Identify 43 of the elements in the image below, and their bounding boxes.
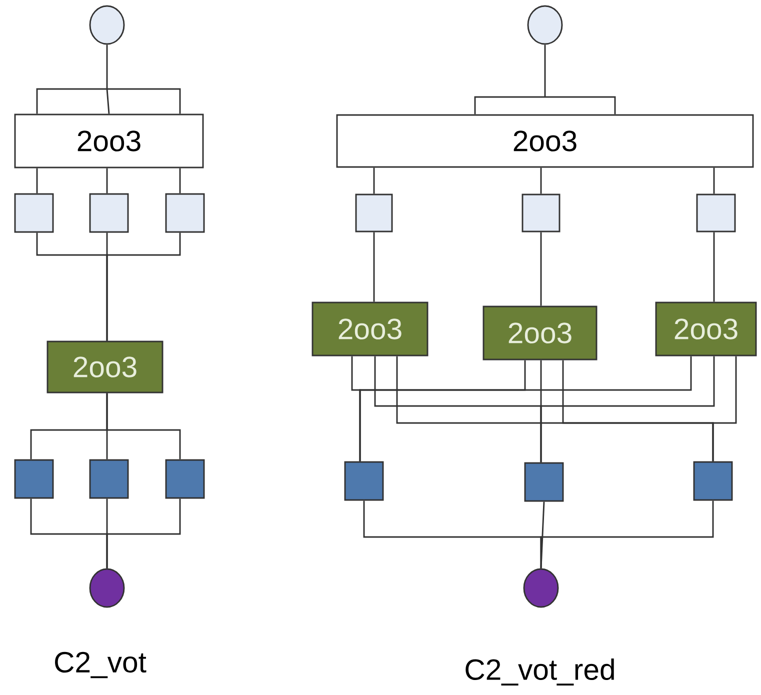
connector-line: [713, 168, 715, 194]
connector-line: [106, 498, 181, 568]
connector-line: [474, 44, 616, 115]
square-block: [89, 193, 129, 233]
circle-node: [523, 568, 559, 608]
connector-line: [106, 232, 181, 341]
square-block: [524, 462, 564, 502]
square-block: [522, 194, 560, 232]
connector-line: [36, 168, 38, 194]
circle-node: [89, 568, 125, 608]
connector-line: [179, 168, 181, 194]
circle-node: [527, 5, 563, 45]
square-block: [89, 459, 129, 499]
connector-line: [540, 500, 714, 568]
circle-node: [89, 5, 125, 45]
connector-line: [373, 232, 375, 302]
square-block: [696, 194, 736, 232]
voter-box: 2oo3: [655, 302, 757, 356]
voter-box: 2oo3: [14, 114, 204, 168]
connector-line: [712, 356, 737, 462]
connector-line: [106, 393, 181, 460]
voter-box: 2oo3: [46, 340, 164, 394]
square-block: [14, 459, 54, 499]
connector-line: [359, 356, 692, 462]
voter-box: 2oo3: [482, 306, 598, 360]
caption: C2_vot: [55, 652, 146, 678]
square-block: [14, 193, 54, 233]
square-block: [355, 194, 393, 232]
connector-line: [106, 168, 108, 194]
square-block: [344, 461, 384, 501]
connector-line: [713, 232, 715, 302]
connector-line: [373, 168, 375, 194]
voter-box: 2oo3: [312, 302, 428, 356]
square-block: [693, 461, 733, 501]
connector-line: [540, 502, 545, 568]
square-block: [165, 459, 205, 499]
connector-line: [540, 356, 715, 462]
connector-line: [540, 232, 542, 306]
connector-line: [540, 168, 542, 194]
voter-box: 2oo3: [336, 114, 754, 168]
square-block: [165, 193, 205, 233]
caption: C2_vot_red: [466, 658, 614, 686]
connector-line: [36, 44, 181, 114]
